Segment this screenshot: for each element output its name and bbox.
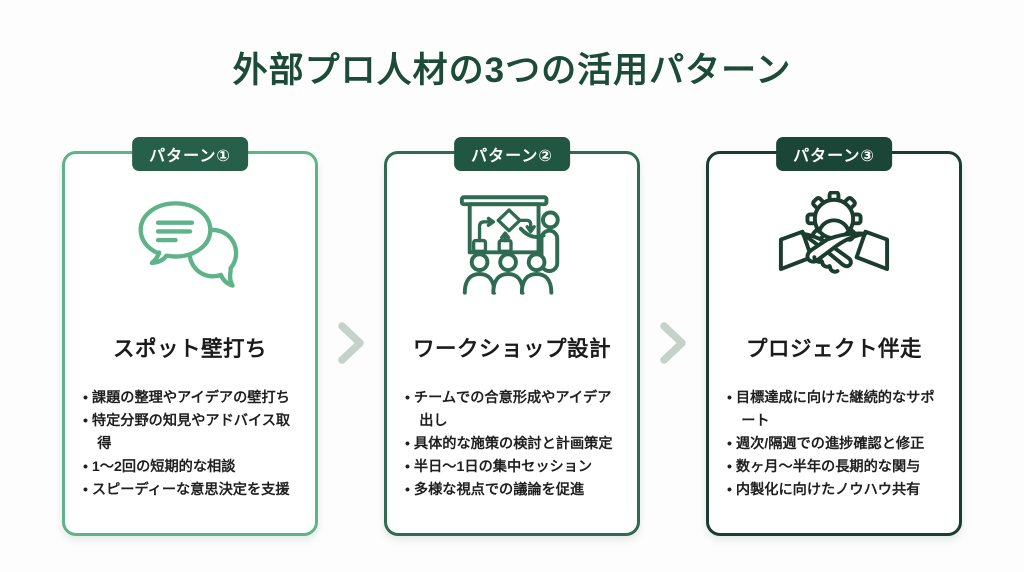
list-item: 課題の整理やアイデアの壁打ち (83, 387, 299, 410)
list-item: 内製化に向けたノウハウ共有 (727, 479, 943, 502)
list-item: 多様な視点での議論を促進 (405, 479, 621, 502)
chevron-right-icon (658, 321, 688, 370)
card-1-title: スポット壁打ち (112, 337, 267, 361)
card-pattern-3: パターン③ (706, 137, 962, 536)
pattern-cards-row: パターン① スポット壁打ち 課題の整理やアイデアの壁打ち 特定分野の知見やアドバ… (0, 137, 1024, 536)
list-item: スピーディーな意思決定を支援 (83, 479, 299, 502)
workshop-presentation-icon (387, 184, 637, 302)
list-item: 具体的な施策の検討と計画策定 (405, 433, 621, 456)
card-3-bullet-list: 目標達成に向けた継続的なサポート 週次/隔週での進捗確認と修正 数ヶ月〜半年の長… (727, 387, 943, 502)
list-item: 半日〜1日の集中セッション (405, 456, 621, 479)
card-pattern-1: パターン① スポット壁打ち 課題の整理やアイデアの壁打ち 特定分野の知見やアドバ… (62, 137, 318, 536)
chevron-right-icon (336, 321, 366, 370)
list-item: 目標達成に向けた継続的なサポート (727, 387, 943, 433)
pattern-1-badge: パターン① (132, 137, 248, 171)
list-item: 特定分野の知見やアドバイス取得 (83, 410, 299, 456)
card-3-title: プロジェクト伴走 (745, 337, 922, 361)
list-item: 週次/隔週での進捗確認と修正 (727, 433, 943, 456)
handshake-gear-icon (709, 184, 959, 302)
card-2-title: ワークショップ設計 (412, 337, 611, 361)
card-1-bullet-list: 課題の整理やアイデアの壁打ち 特定分野の知見やアドバイス取得 1〜2回の短期的な… (83, 387, 299, 502)
page-title: 外部プロ人材の3つの活用パターン (232, 51, 792, 90)
list-item: 1〜2回の短期的な相談 (83, 456, 299, 479)
speech-bubbles-icon (65, 184, 315, 302)
list-item: 数ヶ月〜半年の長期的な関与 (727, 456, 943, 479)
pattern-2-badge: パターン② (454, 137, 570, 171)
pattern-3-badge: パターン③ (776, 137, 892, 171)
card-2-bullet-list: チームでの合意形成やアイデア出し 具体的な施策の検討と計画策定 半日〜1日の集中… (405, 387, 621, 502)
list-item: チームでの合意形成やアイデア出し (405, 387, 621, 433)
card-pattern-2: パターン② (384, 137, 640, 536)
